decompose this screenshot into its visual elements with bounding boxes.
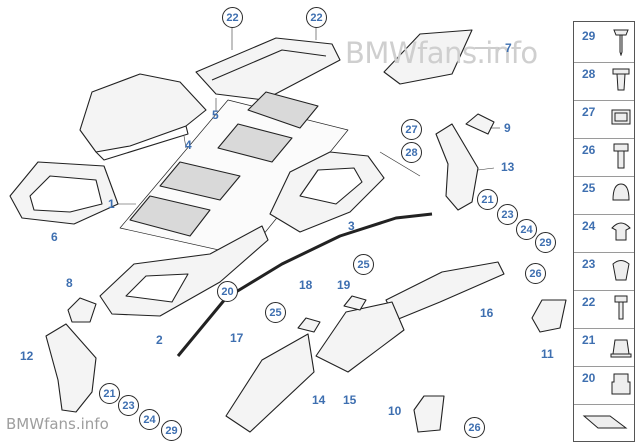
screw-icon bbox=[613, 29, 629, 56]
circled-callout-21: 21 bbox=[477, 189, 498, 210]
callout-14: 14 bbox=[312, 393, 326, 407]
part-12-bracket bbox=[45, 323, 97, 413]
filter-d bbox=[247, 91, 319, 129]
expanding-rivet-icon bbox=[612, 68, 630, 91]
circled-callout-22: 22 bbox=[306, 7, 327, 28]
legend-row: 20 bbox=[574, 364, 634, 405]
circled-callout-29: 29 bbox=[535, 232, 556, 253]
legend-number: 20 bbox=[582, 371, 596, 385]
filter-b bbox=[159, 161, 241, 201]
circled-callout-29: 29 bbox=[161, 420, 182, 441]
circled-callout-20: 20 bbox=[217, 281, 238, 302]
callout-11: 11 bbox=[541, 347, 554, 361]
legend-number: 28 bbox=[582, 67, 596, 81]
callout-10: 10 bbox=[388, 404, 402, 418]
legend-number: 29 bbox=[582, 29, 596, 43]
legend-number: 21 bbox=[582, 333, 596, 347]
circled-callout-26: 26 bbox=[525, 263, 546, 284]
circled-callout-24: 24 bbox=[516, 219, 537, 240]
plug-icon bbox=[612, 260, 630, 281]
part-5-lid-ridge bbox=[211, 49, 327, 81]
rubber-mount-icon bbox=[611, 373, 631, 395]
filter-a bbox=[129, 195, 211, 237]
legend-row: 23 bbox=[574, 250, 634, 291]
callout-17: 17 bbox=[230, 331, 244, 345]
legend-number: 25 bbox=[582, 181, 596, 195]
part-2-duct-inner bbox=[125, 273, 189, 303]
callout-15: 15 bbox=[343, 393, 357, 407]
watermark-bottom: BMWfans.info bbox=[6, 415, 109, 433]
legend-row: 28 bbox=[574, 60, 634, 101]
part-18-clip bbox=[297, 317, 321, 333]
circled-callout-27: 27 bbox=[401, 119, 422, 140]
callout-9: 9 bbox=[504, 121, 511, 135]
legend-row: 21 bbox=[574, 326, 634, 367]
legend-row: 27 bbox=[574, 98, 634, 139]
part-4-cover bbox=[79, 73, 207, 153]
legend-row: 29 bbox=[574, 22, 634, 63]
legend-number: 24 bbox=[582, 219, 596, 233]
callout-13: 13 bbox=[501, 160, 515, 174]
callout-1: 1 bbox=[108, 197, 115, 211]
push-rivet-icon bbox=[614, 295, 628, 320]
filter-c bbox=[217, 123, 293, 163]
part-5-lid bbox=[195, 37, 341, 101]
part-6-hole bbox=[29, 175, 103, 213]
callout-18: 18 bbox=[299, 278, 313, 292]
legend-row bbox=[574, 402, 634, 442]
legend-number: 26 bbox=[582, 143, 596, 157]
circled-callout-25: 25 bbox=[265, 302, 286, 323]
watermark-top: BMWfans.info bbox=[345, 36, 538, 70]
legend-number: 27 bbox=[582, 105, 596, 119]
callout-6: 6 bbox=[51, 230, 58, 244]
circled-callout-24: 24 bbox=[139, 409, 160, 430]
circled-callout-22: 22 bbox=[222, 7, 243, 28]
legend-number: 23 bbox=[582, 257, 596, 271]
callout-5: 5 bbox=[212, 108, 219, 122]
callout-8: 8 bbox=[66, 276, 73, 290]
circled-callout-26: 26 bbox=[464, 417, 485, 438]
legend-row: 24 bbox=[574, 212, 634, 253]
hex-bolt-icon bbox=[613, 143, 629, 169]
callout-19: 19 bbox=[337, 278, 351, 292]
legend-row: 22 bbox=[574, 288, 634, 329]
circled-callout-23: 23 bbox=[497, 204, 518, 225]
callout-16: 16 bbox=[480, 306, 494, 320]
part-9-clip bbox=[465, 113, 495, 135]
legend-row: 26 bbox=[574, 136, 634, 177]
part-19-clip bbox=[343, 295, 367, 311]
legend-row: 25 bbox=[574, 174, 634, 215]
part-15-tray bbox=[315, 301, 405, 373]
part-7-cover bbox=[383, 29, 473, 85]
circled-callout-21: 21 bbox=[99, 383, 120, 404]
part-10-bracket bbox=[413, 395, 445, 433]
callout-4: 4 bbox=[185, 138, 192, 152]
circled-callout-25: 25 bbox=[353, 254, 374, 275]
part-14-panel bbox=[225, 333, 315, 433]
cap-icon bbox=[612, 183, 630, 201]
clip-nut-icon bbox=[611, 109, 631, 125]
callout-12: 12 bbox=[20, 349, 34, 363]
part-17-seal bbox=[176, 212, 433, 357]
circled-callout-23: 23 bbox=[118, 395, 139, 416]
fasteners-legend: 29 28 27 26 25 24 23 22 21 20 bbox=[573, 21, 635, 442]
callout-2: 2 bbox=[156, 333, 163, 347]
part-4-cover-rim bbox=[95, 125, 189, 161]
callout-3: 3 bbox=[348, 219, 355, 233]
part-11-bracket bbox=[531, 299, 567, 333]
circled-callout-28: 28 bbox=[401, 142, 422, 163]
part-13-duct bbox=[435, 123, 479, 211]
hex-nut-icon bbox=[610, 339, 632, 358]
seal-strip-icon bbox=[582, 415, 628, 429]
part-3-opening bbox=[299, 167, 363, 205]
callout-7: 7 bbox=[505, 41, 512, 55]
grommet-icon bbox=[611, 222, 631, 241]
part-8-clip bbox=[67, 297, 97, 323]
legend-number: 22 bbox=[582, 295, 596, 309]
